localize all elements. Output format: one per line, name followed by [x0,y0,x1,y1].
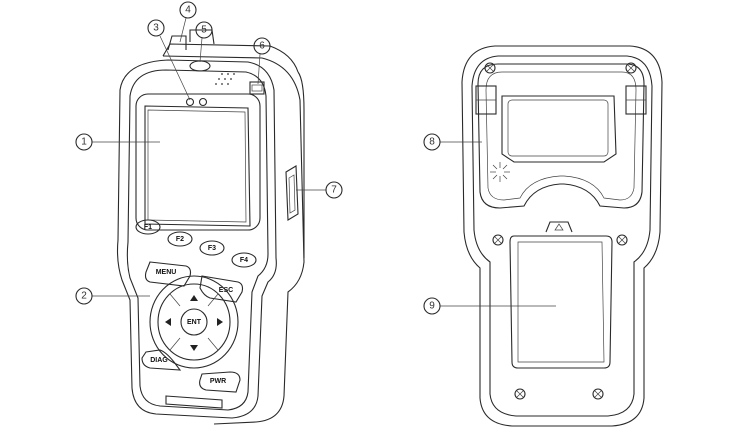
arrow-up-icon[interactable] [190,295,198,301]
kickstand-frame [478,64,644,208]
kickstand-frame-inner [486,72,636,200]
battery-cover [510,236,612,368]
screw-bottom-right-icon [593,389,603,399]
f3-button[interactable]: F3 [200,241,224,255]
callout-8-label: 8 [429,137,435,148]
front-face-outer [118,60,277,418]
callout-4-label: 4 [185,5,191,16]
usb-port-inner [252,85,262,91]
arrow-left-icon[interactable] [165,318,171,326]
speaker-icon [490,162,510,182]
f2-label: F2 [176,236,184,243]
arrow-right-icon[interactable] [217,318,223,326]
screw-bottom-left-icon [515,389,525,399]
f4-label: F4 [240,257,248,264]
d-pad: ENT [150,276,238,368]
callout-2-label: 2 [81,291,87,302]
label-plate [166,396,222,408]
pwr-button[interactable]: PWR [200,372,240,392]
f4-button[interactable]: F4 [232,253,256,267]
menu-label: MENU [156,269,177,276]
lcd-screen-inner [148,110,246,222]
latch-arrow-icon [555,224,563,230]
callout-6-label: 6 [259,41,265,52]
back-view [462,46,662,426]
ambient-sensor-right [200,99,207,106]
esc-button[interactable]: ESC [200,276,243,302]
pwr-label: PWR [210,378,226,385]
f1-label: F1 [144,224,152,231]
front-view: F1 F2 F3 F4 MENU ESC [118,30,305,424]
screw-mid-left-icon [493,235,503,245]
f2-button[interactable]: F2 [168,232,192,246]
ent-button[interactable]: ENT [181,309,207,335]
screen-bezel [136,94,260,230]
lcd-screen [145,106,250,226]
kickstand-recess [502,96,616,162]
arrow-down-icon[interactable] [190,345,198,351]
menu-button[interactable]: MENU [146,262,191,286]
diag-label: DIAG [150,357,168,364]
screw-mid-right-icon [617,235,627,245]
callout-9-label: 9 [429,301,435,312]
function-keys: F1 F2 F3 F4 [136,220,256,267]
top-led-housing [168,36,186,50]
ent-label: ENT [187,319,202,326]
front-face-inner [127,70,268,410]
top-port [190,61,210,71]
f3-label: F3 [208,245,216,252]
callout-1-label: 1 [81,137,87,148]
sd-card-slot-inner [289,175,295,213]
vent-dots [215,73,235,85]
callout-5-label: 5 [201,25,207,36]
housing-top [163,44,298,72]
callout-7-label: 7 [331,185,337,196]
housing-side [163,56,304,424]
callout-3-label: 3 [153,23,159,34]
battery-cover-inner [518,242,604,362]
kickstand-recess-inner [508,100,608,156]
